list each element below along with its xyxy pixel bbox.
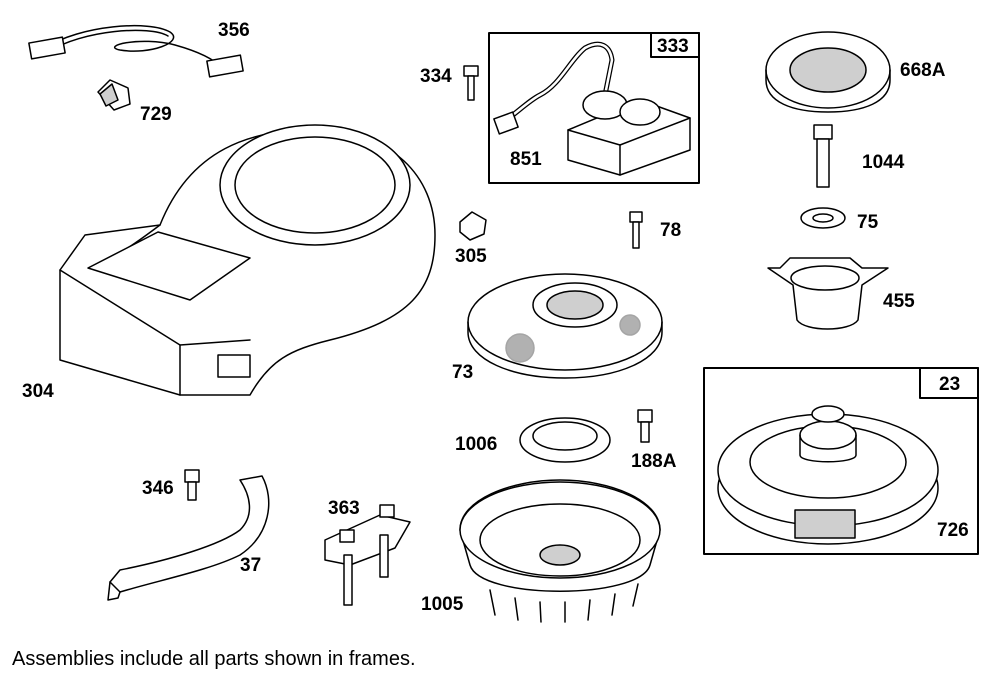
label-726: 726 bbox=[937, 520, 969, 541]
label-75: 75 bbox=[857, 212, 879, 233]
label-78: 78 bbox=[660, 220, 681, 241]
part-356-wire-harness bbox=[28, 24, 244, 78]
label-1044: 1044 bbox=[862, 152, 905, 173]
label-305: 305 bbox=[455, 246, 487, 267]
label-334: 334 bbox=[420, 66, 452, 87]
part-73-screen bbox=[467, 273, 663, 379]
part-334-screw bbox=[463, 65, 479, 101]
label-304: 304 bbox=[22, 381, 54, 402]
part-333-armature-coil bbox=[567, 90, 691, 176]
part-78-screw bbox=[629, 211, 643, 249]
part-1005-fan bbox=[459, 479, 661, 623]
label-363: 363 bbox=[328, 498, 360, 519]
label-1005: 1005 bbox=[421, 594, 464, 615]
part-455-cup bbox=[767, 257, 889, 330]
label-455: 455 bbox=[883, 291, 915, 312]
part-726-flywheel bbox=[717, 405, 939, 545]
part-1044-stud bbox=[813, 124, 833, 188]
part-729-grommet bbox=[97, 79, 131, 111]
label-333: 333 bbox=[657, 36, 689, 57]
label-729: 729 bbox=[140, 104, 172, 125]
part-305-bolt bbox=[459, 211, 487, 241]
part-188a-screw bbox=[637, 409, 653, 443]
part-75-washer bbox=[800, 207, 846, 229]
label-1006: 1006 bbox=[455, 434, 497, 455]
part-1006-starter-cup bbox=[519, 417, 611, 463]
frame-23 bbox=[703, 367, 979, 555]
frame-333 bbox=[488, 32, 700, 184]
part-346-screw bbox=[184, 469, 200, 501]
label-346: 346 bbox=[142, 478, 174, 499]
part-668a-plate bbox=[765, 31, 891, 113]
label-188a: 188A bbox=[631, 451, 677, 472]
label-668a: 668A bbox=[900, 60, 946, 81]
label-23: 23 bbox=[939, 374, 960, 395]
label-37: 37 bbox=[240, 555, 261, 576]
part-363-bracket bbox=[324, 504, 411, 606]
part-304-blower-housing bbox=[59, 124, 436, 396]
label-851: 851 bbox=[510, 149, 542, 170]
label-356: 356 bbox=[218, 20, 250, 41]
part-851-spark-plug-wire bbox=[493, 41, 615, 135]
part-37-air-guide bbox=[107, 475, 270, 601]
footer-note: Assemblies include all parts shown in fr… bbox=[12, 648, 416, 670]
label-73: 73 bbox=[452, 362, 473, 383]
